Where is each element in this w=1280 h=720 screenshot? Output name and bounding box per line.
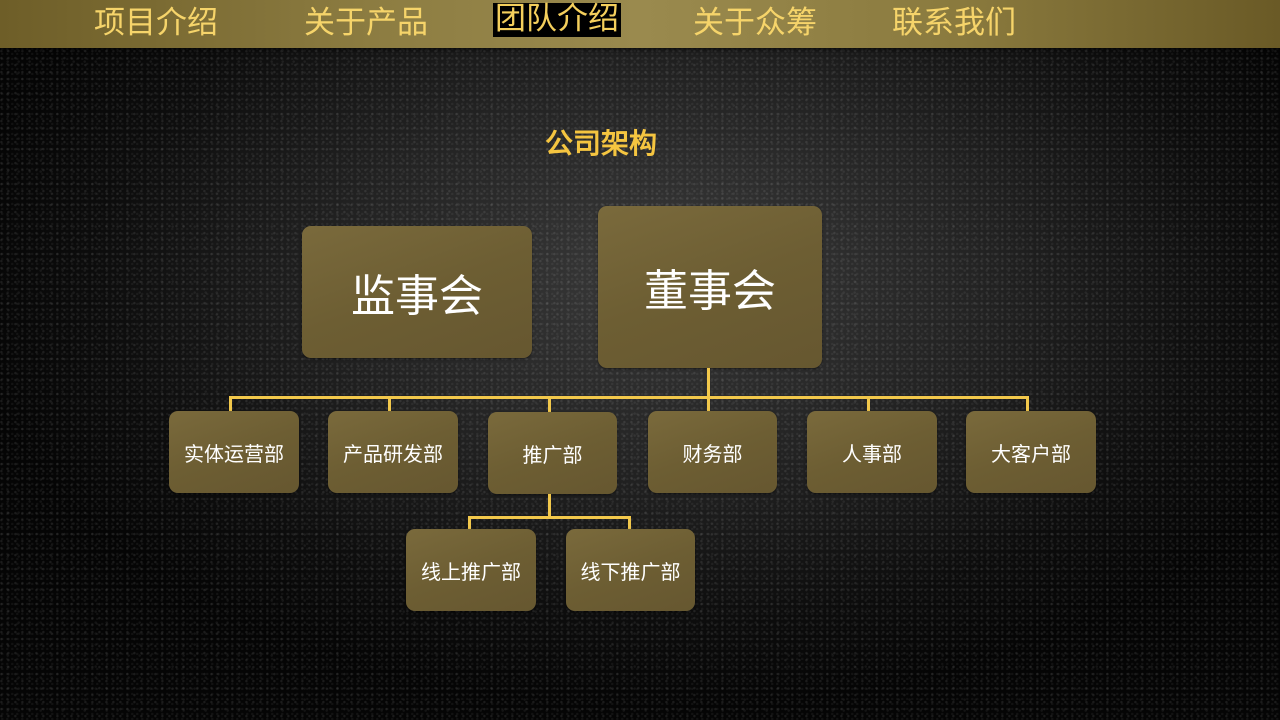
connector-line [388, 396, 391, 411]
org-node-finance[interactable]: 财务部 [648, 411, 777, 493]
connector-line [628, 516, 631, 529]
connector-line [229, 396, 1029, 399]
nav-item-contact-us[interactable]: 联系我们 [892, 5, 1016, 41]
connector-line [468, 516, 631, 519]
connector-line [707, 396, 710, 411]
connector-line [707, 368, 710, 399]
org-node-offline-promotion[interactable]: 线下推广部 [566, 529, 695, 611]
nav-item-about-crowdfunding[interactable]: 关于众筹 [693, 5, 817, 41]
org-node-label: 董事会 [644, 266, 776, 317]
org-node-promotion[interactable]: 推广部 [488, 412, 617, 494]
org-node-label: 大客户部 [991, 441, 1071, 466]
top-navigation-bar: 项目介绍 关于产品 团队介绍 关于众筹 联系我们 [0, 0, 1280, 48]
nav-item-project-intro[interactable]: 项目介绍 [94, 5, 218, 41]
org-node-product-rd[interactable]: 产品研发部 [328, 411, 458, 493]
connector-line [468, 516, 471, 529]
org-node-label: 线上推广部 [421, 559, 521, 584]
org-node-label: 推广部 [522, 442, 583, 467]
org-node-label: 人事部 [842, 441, 902, 466]
nav-item-team-intro[interactable]: 团队介绍 [493, 1, 621, 37]
connector-line [229, 396, 232, 411]
org-node-label: 产品研发部 [343, 441, 443, 466]
connector-line [548, 396, 551, 412]
org-node-supervisory-board[interactable]: 监事会 [302, 226, 532, 358]
connector-line [1026, 396, 1029, 411]
connector-line [548, 494, 551, 518]
connector-line [867, 396, 870, 411]
page-title: 公司架构 [545, 127, 658, 160]
org-node-online-promotion[interactable]: 线上推广部 [406, 529, 536, 611]
org-node-board-of-directors[interactable]: 董事会 [598, 206, 822, 368]
org-node-label: 实体运营部 [184, 441, 284, 466]
org-node-physical-operations[interactable]: 实体运营部 [169, 411, 299, 493]
org-node-hr[interactable]: 人事部 [807, 411, 937, 493]
org-node-key-accounts[interactable]: 大客户部 [966, 411, 1096, 493]
org-node-label: 线下推广部 [580, 559, 681, 584]
org-node-label: 财务部 [682, 441, 743, 466]
nav-item-about-product[interactable]: 关于产品 [304, 5, 428, 41]
org-node-label: 监事会 [351, 271, 483, 322]
